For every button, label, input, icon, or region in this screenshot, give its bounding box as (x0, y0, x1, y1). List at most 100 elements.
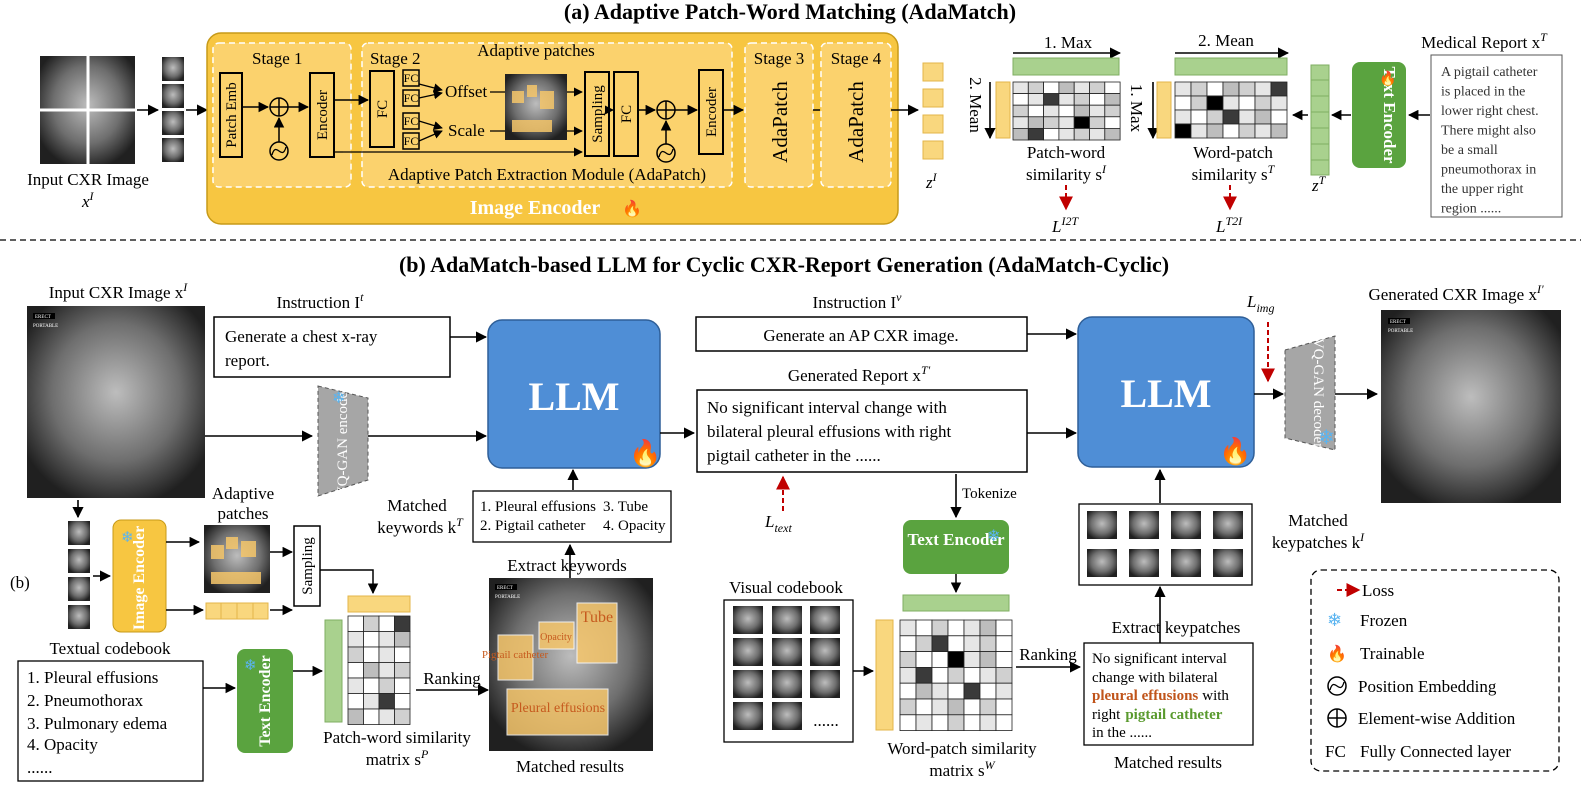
fc-box-s2 (369, 70, 395, 148)
encoder-label-s2: Encoder (704, 87, 720, 137)
sampling-label-b: Sampling (300, 537, 316, 595)
matrix-cell (1043, 116, 1060, 129)
matrix-cell (947, 714, 965, 731)
region-tube-label: Tube (581, 609, 613, 626)
matrix-cell (931, 635, 949, 652)
pw-matrix-label-1: Patch-word similarity (323, 728, 471, 747)
adapatch-module-label: Adaptive Patch Extraction Module (AdaPat… (388, 165, 706, 184)
matrix-cell (347, 631, 364, 648)
medical-report-line: is placed in the (1441, 85, 1525, 100)
matrix-cell (979, 651, 997, 668)
matrix-cell (394, 708, 411, 725)
matrix-cell (1027, 127, 1045, 141)
snowflake-icon-5: ❄ (1318, 427, 1335, 449)
matrix-cell (1238, 81, 1256, 97)
matrix-cell (1043, 127, 1060, 141)
keypatch (1213, 511, 1243, 539)
token-row-b (205, 602, 269, 620)
matrix-cell (1089, 81, 1106, 95)
region-pigtail-label: Pigtail catheter (482, 649, 549, 661)
matrix-cell (1073, 93, 1090, 106)
adaptive-patches-label-b1: Adaptive (212, 484, 274, 503)
adaptive-patches-image-b (204, 525, 270, 593)
matrix-cell (995, 619, 1013, 637)
matrix-cell (1058, 93, 1075, 106)
codebook-patch (733, 638, 763, 666)
input-cxr-image-b: ERECT PORTABLE (27, 306, 205, 498)
keyword-1: 1. Pleural effusions (480, 499, 596, 515)
instruction-v-box (695, 316, 1028, 352)
matrix-cell (1012, 81, 1029, 95)
matrix-cell (931, 714, 949, 731)
matrix-cell (899, 619, 917, 637)
keyword-4: 4. Opacity (603, 518, 666, 534)
matrix-cell (378, 677, 395, 694)
keyword-2: 2. Pigtail catheter (480, 518, 585, 534)
codebook-item-4: 4. Opacity (27, 735, 98, 754)
matrix-cell (1222, 109, 1240, 125)
matrix-cell (394, 662, 411, 679)
matrix-cell (1089, 127, 1106, 141)
matrix-cell (1190, 123, 1208, 139)
matrix-cell (995, 714, 1013, 731)
generated-report-line-3: pigtail catheter in the ...... (707, 446, 881, 465)
codebook-patch (772, 670, 802, 698)
text-encoder-label-b2-1: Text Encoder (907, 530, 1005, 549)
generated-report-line-1: No significant interval change with (707, 398, 947, 417)
matrix-cell (995, 698, 1013, 716)
matrix-cell (1238, 123, 1256, 139)
codebook-patch (810, 638, 840, 666)
matrix-cell (363, 615, 380, 632)
textual-codebook-box (17, 660, 204, 782)
input-cxr-label-a: Input CXR Image (27, 170, 149, 189)
matrix-cell (394, 677, 411, 694)
text-encoder-a (1352, 62, 1406, 168)
adapatch-label-s4: AdaPatch (844, 81, 868, 163)
matrix-cell (1073, 104, 1090, 118)
textual-codebook-label: Textual codebook (49, 639, 171, 658)
codebook-patch (810, 670, 840, 698)
matrix-cell (963, 619, 981, 637)
part-b-title: (b) AdaMatch-based LLM for Cyclic CXR-Re… (399, 252, 1169, 277)
similarity-st-label: similarity sT (1192, 162, 1276, 184)
matrix-cell (963, 667, 981, 684)
matrix-cell (1222, 95, 1240, 111)
matrix-cell (1104, 81, 1121, 95)
llm-block-2 (1077, 316, 1255, 468)
generated-report-line-2: bilateral pleural effusions with right (707, 422, 952, 441)
max1b-label: 1. Max (1127, 84, 1146, 133)
image-encoder-b (112, 519, 167, 633)
visual-codebook-label: Visual codebook (729, 578, 843, 597)
matched-keypatches-label-2: keypatches kI (1272, 530, 1365, 552)
text-encoder-b1 (237, 649, 293, 753)
l-text-label: Ltext (764, 512, 792, 535)
fire-icon: 🔥 (622, 199, 642, 218)
matrix-cell (378, 615, 395, 632)
wp-matrix-label-1: Word-patch similarity (887, 739, 1037, 758)
matrix-cell (899, 698, 917, 716)
matrix-cell (1012, 116, 1029, 129)
vqgan-decoder-label: VQ-GAN decoder (1310, 338, 1326, 448)
matrix-cell (915, 651, 933, 668)
matched-keypatches-label-1: Matched (1288, 511, 1348, 530)
codebook-patch (772, 702, 802, 730)
encoder-box-s1 (309, 72, 335, 158)
sampling-box-b (293, 525, 321, 607)
adapatch-label-s3: AdaPatch (768, 81, 792, 163)
matrix-cell (979, 635, 997, 652)
region-pleural-label: Pleural effusions (511, 701, 605, 716)
input-cxr-symbol-a: xI (81, 189, 95, 211)
l-i2t-label: LI2T (1051, 214, 1079, 236)
keypatch (1213, 549, 1243, 577)
matrix-cell (1222, 81, 1240, 97)
matrix-cell (347, 615, 364, 632)
matrix-cell (1073, 127, 1090, 141)
matched-report-line-1: No significant interval (1092, 651, 1227, 667)
codebook-item-5: ...... (27, 758, 53, 777)
matrix-cell (1190, 109, 1208, 125)
matrix-cell (1073, 81, 1090, 95)
patch-token-col-w (875, 619, 894, 731)
keypatch (1171, 549, 1201, 577)
matrix-cell (1206, 81, 1224, 97)
